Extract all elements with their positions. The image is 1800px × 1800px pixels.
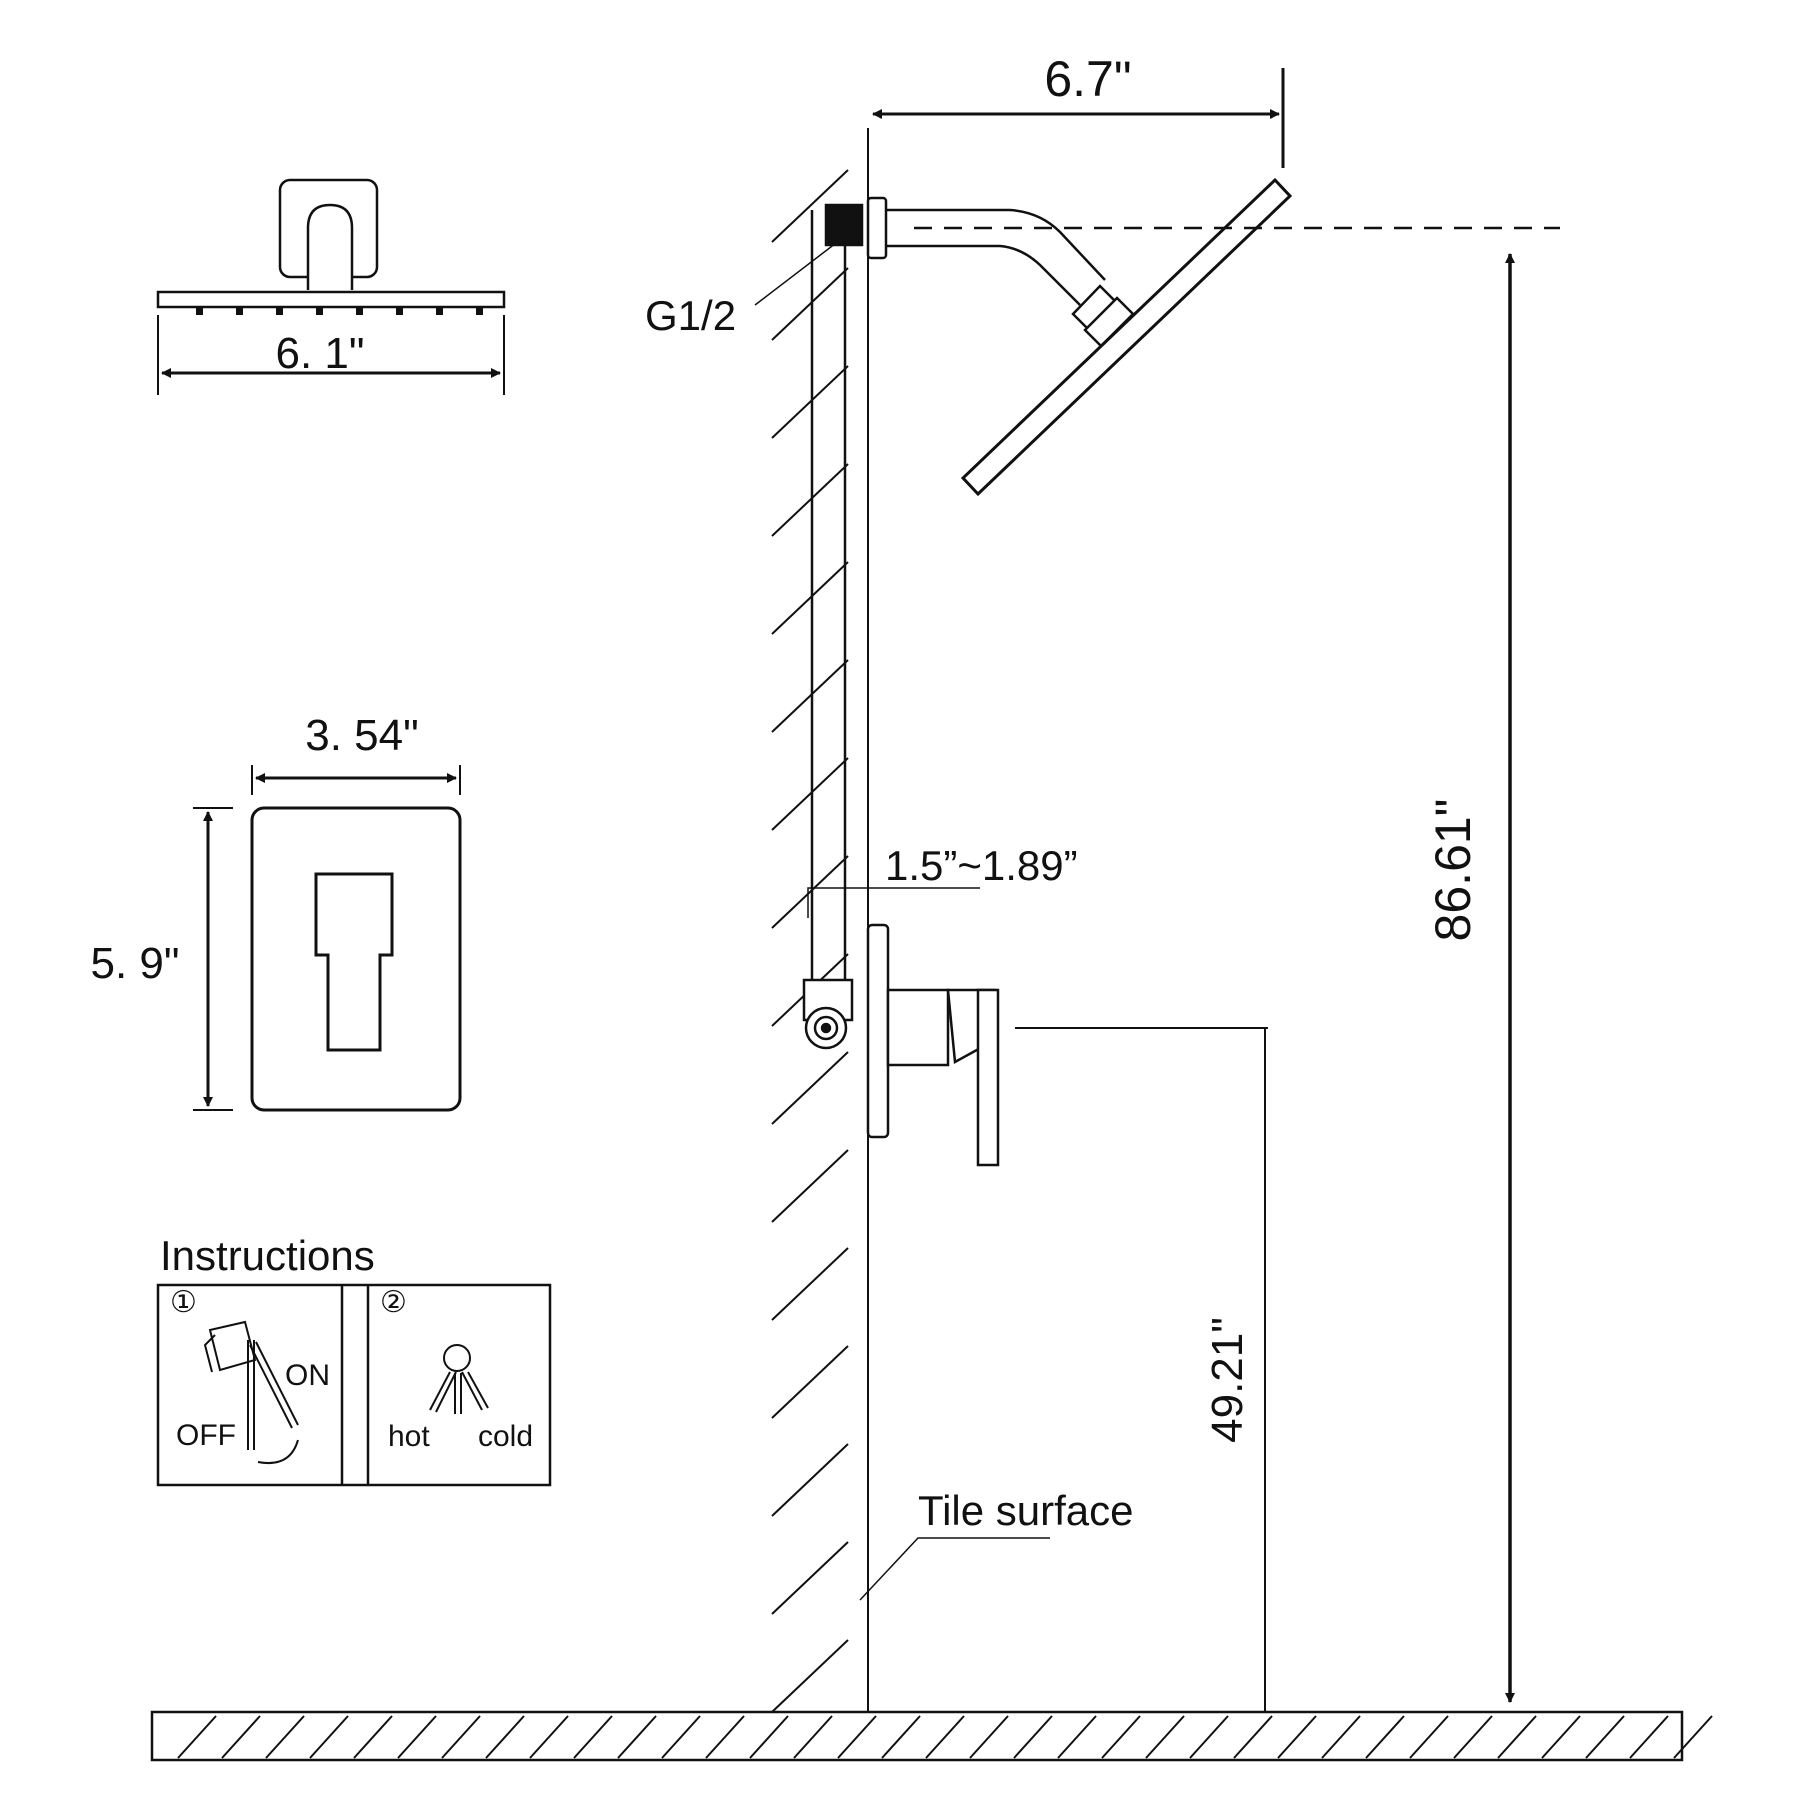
head-height-value: 86.61": [1425, 799, 1481, 942]
floor-hatch-line: [661, 1715, 701, 1759]
wall-depth-callout: 1.5”~1.89”: [807, 842, 1078, 918]
tile-surface-label: Tile surface: [918, 1487, 1134, 1534]
floor-hatch-line: [881, 1715, 921, 1759]
arm-reach-value: 6.7": [1044, 51, 1131, 107]
floor-hatch-line: [1057, 1715, 1097, 1759]
floor-hatch-line: [573, 1715, 613, 1759]
floor-hatch-line: [793, 1715, 833, 1759]
floor-hatch-line: [749, 1715, 789, 1759]
floor-hatch-line: [1321, 1715, 1361, 1759]
wall-hatch-line: [771, 757, 849, 831]
floor-hatch-line: [1453, 1715, 1493, 1759]
nozzle: [396, 307, 403, 315]
nozzle: [356, 307, 363, 315]
plate-width-value: 3. 54": [305, 711, 418, 760]
floor-hatch-line: [441, 1715, 481, 1759]
instructions-panel: Instructions ① ON OFF ②: [156, 1232, 552, 1487]
floor-hatch-line: [177, 1715, 217, 1759]
wall-hatch-line: [771, 267, 849, 341]
floor-hatch-line: [1585, 1715, 1625, 1759]
valve-body: [802, 978, 854, 1050]
instructions-title: Instructions: [160, 1232, 375, 1279]
hot-label: hot: [388, 1420, 430, 1453]
nozzle: [236, 307, 243, 315]
temperature-knob-icon: [429, 1344, 489, 1414]
floor-hatch-line: [353, 1715, 393, 1759]
floor-hatch-line: [221, 1715, 261, 1759]
valve-trim-side-view: [866, 923, 1000, 1167]
thread-callout: G1/2: [645, 239, 841, 339]
wall-depth-value: 1.5”~1.89”: [885, 842, 1078, 889]
wall-hatch-line: [771, 1149, 849, 1223]
arm-reach-dimension: 6.7": [872, 51, 1285, 168]
floor-hatch-line: [925, 1715, 965, 1759]
wall-hatch-line: [771, 1247, 849, 1321]
floor-hatch-line: [969, 1715, 1009, 1759]
floor-hatch-line: [1013, 1715, 1053, 1759]
floor-hatch-line: [705, 1715, 745, 1759]
supply-pipe: [810, 203, 864, 985]
valve-plate-front-view: [193, 765, 462, 1112]
valve-height-value: 49.21": [1203, 1317, 1252, 1443]
floor-hatch-line: [1145, 1715, 1185, 1759]
wall-hatch-line: [771, 365, 849, 439]
floor-hatch-line: [485, 1715, 525, 1759]
wall-hatch-line: [771, 1443, 849, 1517]
rain-shower-head: [960, 177, 1293, 497]
plate-height-value: 5. 9": [90, 939, 179, 988]
nozzle: [196, 307, 203, 315]
floor-hatch-line: [1277, 1715, 1317, 1759]
floor-hatch-line: [617, 1715, 657, 1759]
instruction-step-2: ② hot cold: [380, 1286, 533, 1453]
floor-hatch-line: [1497, 1715, 1537, 1759]
floor-hatch-line: [1365, 1715, 1405, 1759]
floor-hatch-line: [1629, 1715, 1669, 1759]
floor-hatch-line: [1101, 1715, 1141, 1759]
wall-hatch-line: [771, 1345, 849, 1419]
floor-hatch-line: [265, 1715, 305, 1759]
cold-label: cold: [478, 1420, 533, 1453]
on-label: ON: [285, 1359, 330, 1392]
floor-hatch-line: [1409, 1715, 1449, 1759]
nozzle: [316, 307, 323, 315]
floor-hatch-line: [837, 1715, 877, 1759]
wall: [771, 128, 869, 1713]
wall-hatch-line: [771, 1639, 849, 1713]
floor-hatch-line: [1673, 1715, 1713, 1759]
nozzle: [276, 307, 283, 315]
off-label: OFF: [176, 1419, 236, 1452]
instruction-step-1: ① ON OFF: [170, 1286, 330, 1464]
lever-handle-icon: [203, 1320, 299, 1464]
floor: [150, 1710, 1713, 1762]
floor-hatch-line: [1189, 1715, 1229, 1759]
wall-hatch-line: [771, 855, 849, 929]
step-2-marker: ②: [380, 1286, 407, 1319]
wall-hatch-line: [771, 1541, 849, 1615]
thread-label: G1/2: [645, 292, 736, 339]
wall-hatch-line: [771, 1051, 849, 1125]
floor-hatch-line: [1233, 1715, 1273, 1759]
floor-hatch-line: [397, 1715, 437, 1759]
shower-head-front-view: [156, 178, 506, 395]
nozzle: [436, 307, 443, 315]
tile-surface-callout: Tile surface: [859, 1487, 1134, 1601]
floor-hatch-line: [1541, 1715, 1581, 1759]
shower-arm: [866, 196, 1135, 348]
floor-hatch-line: [309, 1715, 349, 1759]
step-1-marker: ①: [170, 1286, 197, 1319]
wall-hatch-line: [771, 169, 849, 243]
floor-hatch-line: [529, 1715, 569, 1759]
head-width-value: 6. 1": [275, 329, 364, 378]
nozzle: [476, 307, 483, 315]
wall-hatch-line: [771, 659, 849, 733]
valve-height-dimension: 49.21": [1015, 1027, 1268, 1712]
wall-hatch-line: [771, 463, 849, 537]
wall-hatch-line: [771, 561, 849, 635]
head-height-dimension: 86.61": [1425, 253, 1515, 1703]
